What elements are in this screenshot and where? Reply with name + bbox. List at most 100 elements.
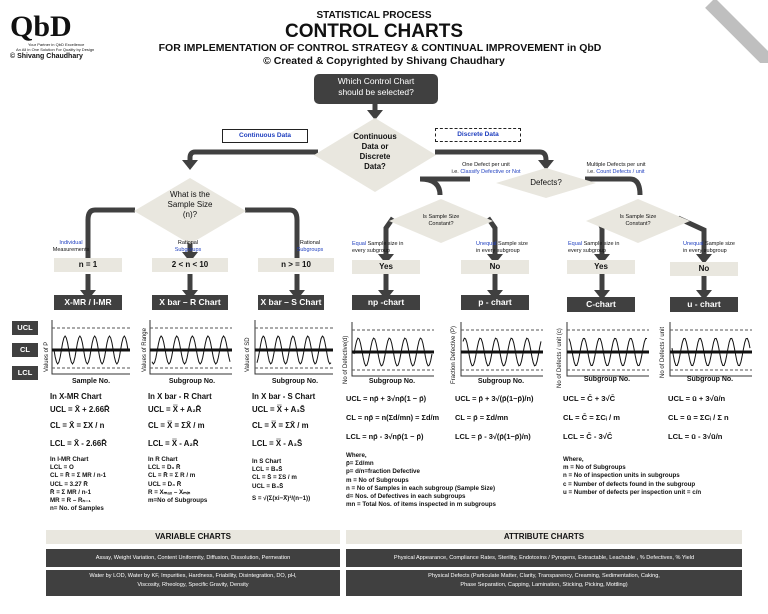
n-equals-1: n = 1 [54,258,122,272]
attribute-examples-2: Physical Defects (Particulate Matter, Cl… [346,570,742,596]
r-note: UCL = D₄ R̄ [148,480,182,488]
data-q-line-1: Continuous [353,132,397,141]
rational-label-1: Rational Subgroups [160,240,216,254]
ss-line-1: What is the [169,190,210,199]
equal-right-word: Equal [568,241,584,247]
const-right-l1: Is Sample Size [619,214,657,220]
s-note: CL = S̄ = ΣS / m [252,474,297,482]
header-subtitle: FOR IMPLEMENTATION OF CONTROL STRATEGY &… [158,42,602,54]
constant-diamond-left [389,199,493,243]
unequal-right-l1: Unequal Sample size [683,241,743,248]
notes-attr-1: Where, p̄= Σd/mn p= d/n=fraction Defecti… [346,452,556,509]
c-ucl: UCL = C̄ + 3√C̄ [563,394,616,403]
mini-chart-waveform [353,337,433,367]
unequal-left-word: Unequal [476,241,499,247]
sample-size-diamond [134,178,246,244]
attr1-note: m = No of Subgroups [346,476,409,484]
u-formulas: UCL = ū + 3√ū/n CL = ū = ΣCᵢ / Σ n LCL =… [668,392,764,443]
mini-chart-axis [566,322,649,377]
attribute-examples-1: Physical Appearance, Compliance Rates, S… [346,549,742,567]
constant-question-left: Is Sample Size Constant? [411,214,471,228]
xbs-lcl: LCL = X̿ - A₃S̄ [252,439,303,448]
s-note: UCL = B₄S̄ [252,482,284,490]
which-chart-box: Which Control Chart should be selected? [314,74,438,104]
variable-charts-title: VARIABLE CHARTS [46,530,340,544]
cl-label: CL [12,343,38,357]
mini-chart-waveform [151,335,231,365]
individual-l2: Measurements [52,247,90,253]
data-q-line-4: Data? [364,162,386,171]
no-left: No [461,260,529,274]
np-formulas: UCL = np̄ + 3√np̄(1 − p̄) CL = np̄ = n(Σ… [346,392,458,443]
page-title: CONTROL CHARTS [284,21,464,42]
mini-chart-axis [669,322,752,377]
xbr-formulas: In X bar - R Chart UCL = X̿ + A₂R̄ CL = … [148,390,248,450]
xmr-lcl: LCL = X̄ - 2.66R̄ [50,439,107,448]
xbs-head: In X bar - S Chart [252,392,316,401]
equal-label-right: Equal Sample size in every subgroup [568,241,630,255]
xmr-head: In X-MR Chart [50,392,102,401]
no-right: No [670,262,738,276]
equal-left-l1: Equal Sample size in [352,241,416,248]
attr1-note: p= d/n=fraction Defective [346,468,420,476]
rational-label-2: Rational Subgroups [282,240,338,254]
n-between-2-10: 2 < n < 10 [152,258,228,272]
one-defect-label: One Defect per unit i.e. Classify Defect… [436,162,536,176]
u-ucl: UCL = ū + 3√ū/n [668,394,726,403]
imr-note: R̄ = Σ MR / n-1 [50,488,92,496]
y-title-3: Values of SD [245,337,251,372]
equal-right-sample: Sample size in [583,241,620,247]
unequal-left-l2: in every subgroup [476,248,520,254]
mini-chart-waveform [671,337,751,367]
np-lcl: LCL = np̄ - 3√np̄(1 − p̄) [346,432,424,441]
ss-line-3: (n)? [182,210,198,219]
xmr-formulas: In X-MR Chart UCL = X̄ + 2.66R̄ CL = X̄ … [50,390,146,450]
mini-chart-axis [51,320,130,375]
equal-right-l1: Equal Sample size in [568,241,630,248]
c-cl: CL = C̄ = ΣCᵢ / m [563,413,620,422]
attr1-note: mn = Total Nos. of items inspected in m … [346,501,496,509]
c-lcl: LCL = C̄ - 3√C̄ [563,432,613,441]
unequal-left-l1: Unequal Sample size [476,241,536,248]
x-label-3: Subgroup No. [271,378,319,385]
multi-defect-ie: i.e. [587,169,597,175]
constant-diamond-right [586,199,690,243]
s-note: S = √(Σ(xi−X̄)²/(n−1)) [252,494,311,502]
xbs-ucl: UCL = X̿ + A₃S̄ [252,405,306,414]
rational1-l1: Rational [177,240,199,246]
chart-xbar-r: X bar – R Chart [152,295,228,310]
notes-r: In R Chart LCL = D₃ R̄ CL = R̄ = Σ R / m… [148,456,248,505]
unequal-right-l2: in every subgroup [683,248,727,254]
x-label-7: Subgroup No. [686,376,734,383]
x-label-6: Subgroup No. [583,376,631,383]
xbr-head: In X bar - R Chart [148,392,212,401]
multi-defect-l2: i.e. Count Defects / unit [568,169,664,176]
xbr-cl: CL = X̿ = ΣX̄ / m [148,421,205,430]
p-cl: CL = p̄ = Σd/mn [455,413,509,422]
mini-chart-waveform [462,337,542,367]
variable-examples-2-l2: Viscosity, Rheology, Specific Gravity, D… [137,582,249,588]
logo: QbD Your Partner in QbD Excellence An Al… [8,6,98,64]
notes-attr-2: Where, m = No of Subgroups n = No of ins… [563,456,763,497]
rational2-l2: Subgroups [296,247,324,253]
data-q-line-3: Discrete [359,152,391,161]
unequal-left-sample: Sample size [498,241,528,247]
const-left-l1: Is Sample Size [422,214,460,220]
one-defect-l1: One Defect per unit [462,162,510,168]
s-note: LCL = B₃S̄ [252,466,283,474]
sample-size-question: What is the Sample Size (n)? [150,190,230,220]
logo-author: © Shivang Chaudhary [10,53,83,60]
xmr-ucl: UCL = X̄ + 2.66R̄ [50,405,110,414]
variable-examples-2-l1: Water by LOD, Water by KF, Impurities, H… [89,573,297,579]
imr-note: UCL = 3.27 R̄ [50,480,88,488]
defects-diamond [496,168,596,198]
y-title-2: Values of Range [142,328,148,372]
multi-defect-label: Multiple Defects per unit i.e. Count Def… [568,162,664,176]
data-q-line-2: Data or [361,142,389,151]
data-type-diamond [314,118,436,192]
header-kicker: STATISTICAL PROCESS [316,10,432,21]
lcl-label: LCL [12,366,38,380]
chart-xmr: X-MR / I-MR [54,295,122,310]
y-title-5: Fraction Defective (P) [451,325,457,384]
y-title-4: No of Defective(d) [343,335,349,384]
